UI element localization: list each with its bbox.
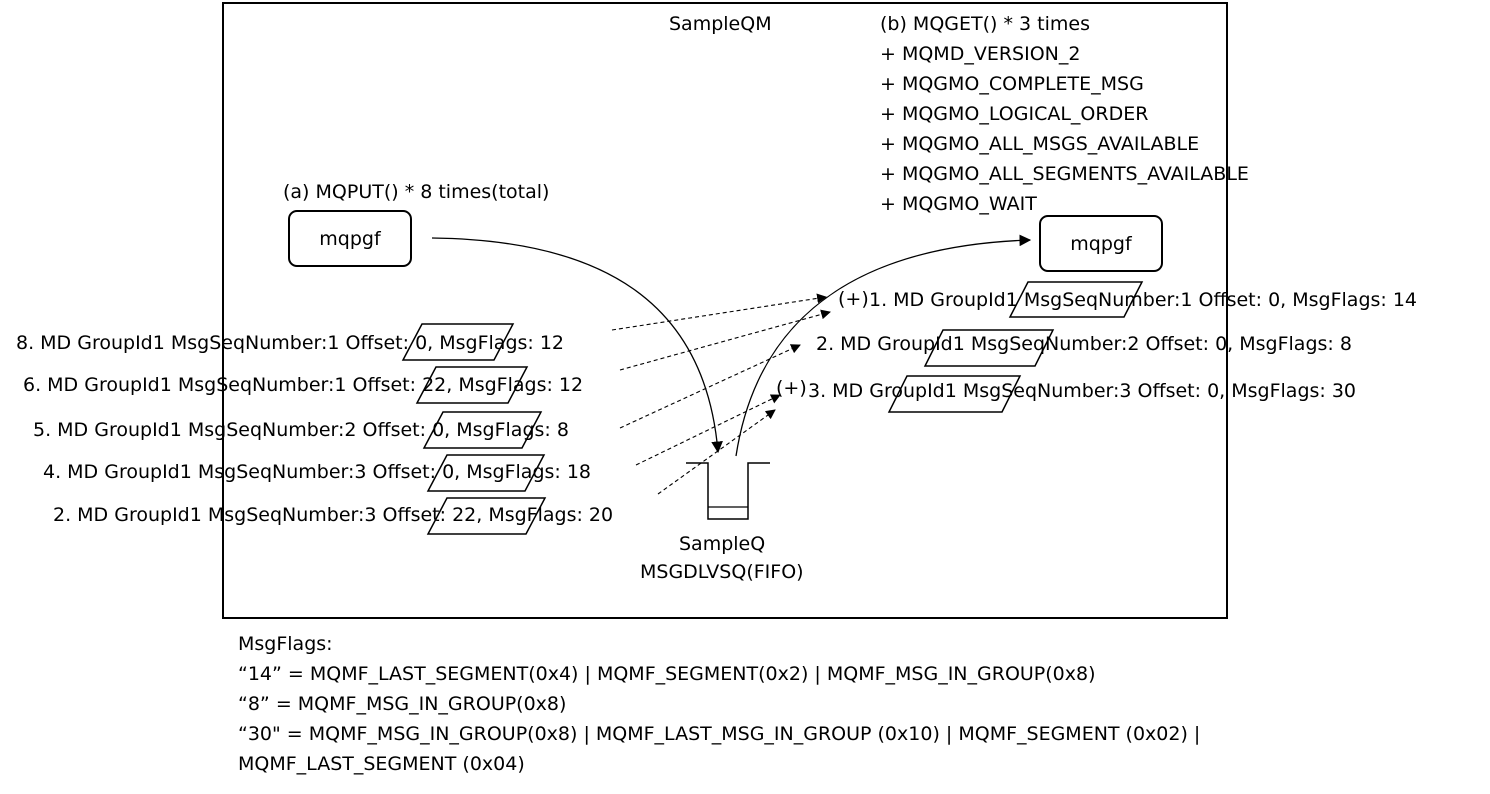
get-message-prefix: (+) [838, 288, 869, 310]
get-arrow [735, 234, 1032, 457]
message-marker [426, 497, 547, 535]
legend-line: MQMF_LAST_SEGMENT (0x04) [238, 753, 525, 775]
get-option: + MQGMO_ALL_MSGS_AVAILABLE [880, 133, 1200, 155]
legend-line: “14” = MQMF_LAST_SEGMENT(0x4) | MQMF_SEG… [238, 663, 1096, 685]
dashed-arrow-2 [657, 409, 776, 495]
put-caption: (a) MQPUT() * 8 times(total) [283, 181, 550, 203]
get-caption: (b) MQGET() * 3 times [880, 13, 1090, 35]
queue-name: SampleQ [679, 533, 766, 555]
message-marker [426, 454, 546, 492]
get-process-label: mqpgf [1070, 232, 1132, 255]
get-option: + MQGMO_LOGICAL_ORDER [880, 103, 1149, 125]
queue-manager-title: SampleQM [669, 13, 772, 35]
put-message: 5. MD GroupId1 MsgSeqNumber:2 Offset: 0,… [33, 419, 569, 441]
put-message: 8. MD GroupId1 MsgSeqNumber:1 Offset: 0,… [16, 332, 565, 354]
put-message: 2. MD GroupId1 MsgSeqNumber:3 Offset: 22… [53, 504, 614, 526]
legend-line: “30" = MQMF_MSG_IN_GROUP(0x8) | MQMF_LAS… [238, 723, 1201, 745]
put-process-box: mqpgf [288, 210, 412, 267]
queue-shape [686, 462, 770, 520]
queue-type: MSGDLVSQ(FIFO) [640, 561, 804, 583]
get-process-box: mqpgf [1039, 215, 1163, 272]
legend-title: MsgFlags: [238, 633, 333, 655]
get-message: 1. MD GroupId1 MsgSeqNumber:1 Offset: 0,… [869, 289, 1418, 311]
put-arrow [431, 237, 723, 454]
message-marker [1008, 281, 1144, 318]
get-message-prefix: (+) [776, 377, 807, 399]
put-message: 4. MD GroupId1 MsgSeqNumber:3 Offset: 0,… [43, 461, 592, 483]
get-option: + MQGMO_COMPLETE_MSG [880, 73, 1144, 95]
message-marker [887, 375, 1022, 413]
put-process-label: mqpgf [319, 227, 381, 250]
get-message: 2. MD GroupId1 MsgSeqNumber:2 Offset: 0,… [816, 333, 1352, 355]
message-marker [415, 366, 529, 404]
get-message: 3. MD GroupId1 MsgSeqNumber:3 Offset: 0,… [808, 380, 1357, 402]
queue-manager-box [222, 2, 1228, 619]
dashed-arrow-8 [611, 293, 827, 331]
dashed-arrow-4 [635, 394, 781, 466]
legend-line: “8” = MQMF_MSG_IN_GROUP(0x8) [238, 693, 567, 715]
get-option: + MQMD_VERSION_2 [880, 43, 1081, 65]
dashed-arrow-5 [619, 344, 801, 429]
put-message: 6. MD GroupId1 MsgSeqNumber:1 Offset: 22… [23, 374, 584, 396]
get-option: + MQGMO_WAIT [880, 193, 1037, 215]
message-marker [923, 329, 1055, 367]
get-option: + MQGMO_ALL_SEGMENTS_AVAILABLE [880, 163, 1249, 185]
message-marker [401, 323, 515, 361]
message-marker [422, 411, 543, 449]
dashed-arrow-6 [619, 309, 831, 371]
